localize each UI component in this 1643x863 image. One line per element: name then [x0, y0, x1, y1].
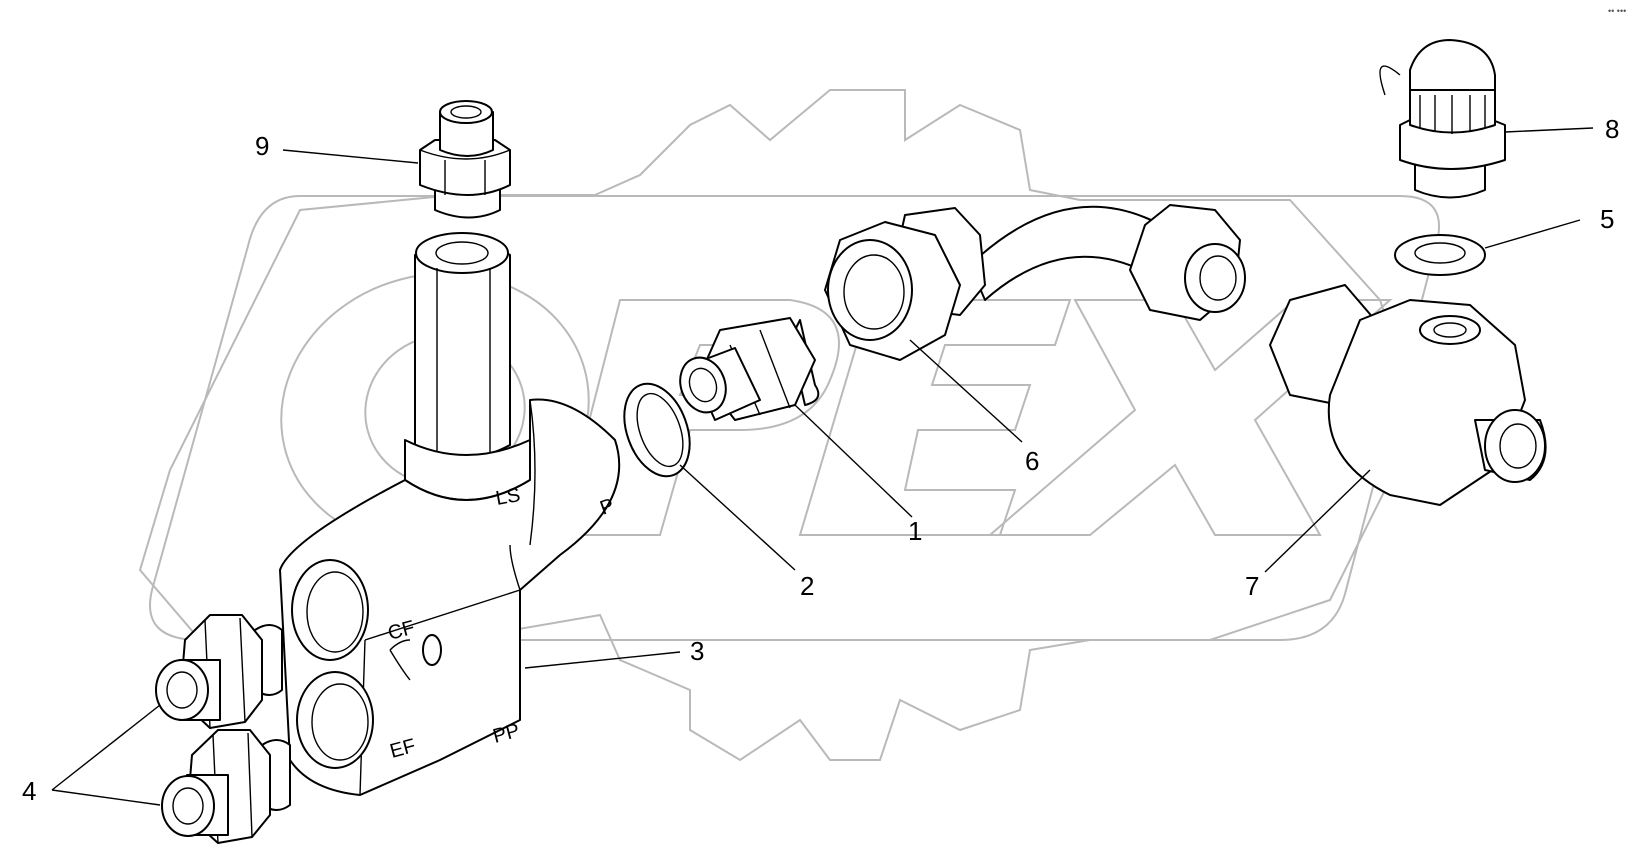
- leader-9: [282, 149, 419, 164]
- part-4-fitting-lower: [161, 729, 291, 844]
- leader-2: [679, 464, 796, 571]
- leader-6: [909, 339, 1023, 443]
- port-label-ls: LS: [494, 484, 522, 510]
- callout-8: 8: [1605, 114, 1619, 144]
- part-1-adapter: [679, 317, 820, 421]
- part-5-washer: [1394, 234, 1486, 276]
- leader-4a: [51, 704, 161, 791]
- callout-3: 3: [690, 636, 704, 666]
- watermark-letter-x: [987, 299, 1393, 536]
- corner-mark: •• •••: [1608, 6, 1626, 16]
- leader-5: [1484, 219, 1581, 249]
- part-7-tee-fitting: [1269, 284, 1547, 506]
- part-6-bent-pipe: [824, 204, 1246, 361]
- callout-4: 4: [22, 776, 36, 806]
- part-2-seal-ring: [623, 382, 691, 478]
- callout-2: 2: [800, 571, 814, 601]
- leader-3: [524, 651, 681, 669]
- part-3-valve-block: [279, 232, 621, 796]
- leader-4b: [51, 789, 161, 806]
- part-8-cap-fitting: [1379, 39, 1506, 199]
- callout-6: 6: [1025, 446, 1039, 476]
- leader-1: [794, 404, 913, 518]
- callout-9: 9: [255, 131, 269, 161]
- leader-8: [1504, 127, 1594, 133]
- part-4-fitting-upper: [155, 614, 283, 729]
- part-9-fitting: [419, 100, 511, 219]
- watermark-frame: [149, 195, 1441, 641]
- leader-lines: [51, 127, 1594, 806]
- callout-7: 7: [1245, 571, 1259, 601]
- callout-1: 1: [908, 516, 922, 546]
- leader-7: [1264, 469, 1371, 573]
- callout-5: 5: [1600, 204, 1614, 234]
